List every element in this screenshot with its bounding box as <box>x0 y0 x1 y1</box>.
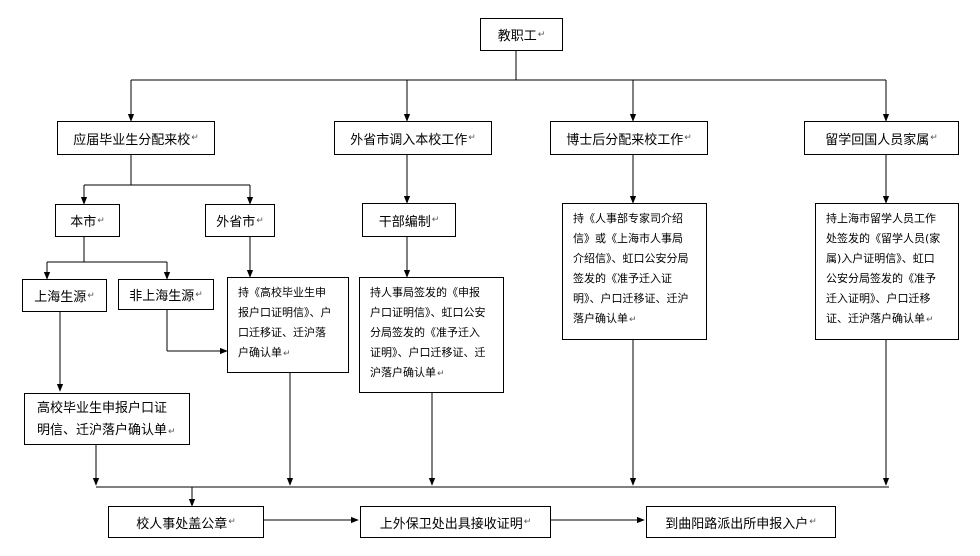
node-security-label: 上外保卫处出具接收证明 <box>379 516 523 532</box>
shanghai-docs: 高校毕业生申报户口证 明信、迁沪落户确认单↵ <box>24 393 190 445</box>
node-returnee-label: 留学回国人员家属 <box>825 132 930 148</box>
return-mark: ↵ <box>191 133 199 143</box>
doc-line-text: 沪落户确认单 <box>370 366 436 379</box>
node-staff-label: 教职工 <box>497 29 537 44</box>
node-graduate: 应届毕业生分配来校↵ <box>57 121 215 155</box>
node-security: 上外保卫处出具接收证明↵ <box>360 506 551 538</box>
node-nonlocal-label: 外省市 <box>216 215 256 230</box>
doc-line: 户确认单↵ <box>238 343 348 364</box>
doc-line: 证明》、户口迁移证、迁 <box>370 346 486 359</box>
node-stamp: 校人事处盖公章↵ <box>108 506 264 538</box>
return-mark: ↵ <box>930 133 938 143</box>
doc-line: 户口证明信》、虹口公安 <box>370 306 486 319</box>
doc-line: 属)入户证明信》、虹口 <box>826 252 935 265</box>
doc-line: 持上海市留学人员工作 <box>826 212 936 225</box>
return-mark: ↵ <box>97 215 105 226</box>
node-police-label: 到曲阳路派出所申报入户 <box>665 516 809 532</box>
return-mark: ↵ <box>168 427 176 437</box>
doc-line: 处签发的《留学人员(家 <box>826 232 941 245</box>
doc-line: 持《高校毕业生申 <box>238 286 326 299</box>
doc-line: 高校毕业生申报户口证 <box>37 401 168 416</box>
node-returnee: 留学回国人员家属↵ <box>804 121 959 155</box>
return-mark: ↵ <box>809 517 817 527</box>
return-mark: ↵ <box>431 215 440 225</box>
node-stamp-label: 校人事处盖公章 <box>136 516 228 532</box>
doc-line: 证、迁沪落户确认单↵ <box>826 309 958 330</box>
doc-line: 落户确认单↵ <box>573 309 706 330</box>
doc-line: 公安分局签发的《准予 <box>826 272 936 285</box>
node-transfer: 外省市调入本校工作↵ <box>334 121 492 155</box>
doc-line: 迁入证明》、户口迁移 <box>826 292 931 305</box>
doc-line: 持人事局签发的《申报 <box>370 286 480 299</box>
doc-line-text: 落户确认单 <box>573 312 628 325</box>
return-mark: ↵ <box>87 290 95 301</box>
doc-line: 口迁移证、迁沪落 <box>238 326 326 339</box>
return-mark: ↵ <box>256 215 264 226</box>
doc-line: 签发的《准予迁入证 <box>573 272 672 285</box>
doc-line-text: 证、迁沪落户确认单 <box>826 312 925 325</box>
return-mark: ↵ <box>926 315 934 325</box>
doc-line: 明》、户口迁移证、迁沪 <box>573 292 689 305</box>
doc-line: 介绍信》、虹口公安分局 <box>573 252 689 265</box>
node-postdoc: 博士后分配来校工作↵ <box>550 121 708 155</box>
return-mark: ↵ <box>684 133 692 143</box>
nonlocal-docs: 持《高校毕业生申 报户口证明信》、户 口迁移证、迁沪落 户确认单↵ <box>227 277 349 373</box>
return-mark: ↵ <box>228 517 236 527</box>
node-postdoc-label: 博士后分配来校工作 <box>566 132 684 148</box>
doc-line-text: 明信、迁沪落户确认单 <box>37 423 168 438</box>
node-graduate-label: 应届毕业生分配来校 <box>73 132 191 148</box>
node-cadre: 干部编制↵ <box>362 203 456 237</box>
cadre-docs: 持人事局签发的《申报 户口证明信》、虹口公安 分局签发的《准予迁入 证明》、户口… <box>359 277 504 393</box>
return-mark: ↵ <box>437 369 445 379</box>
return-mark: ↵ <box>537 29 546 40</box>
doc-line: 信》或《上海市人事局 <box>573 232 683 245</box>
doc-line: 报户口证明信》、户 <box>238 306 332 319</box>
return-mark: ↵ <box>468 133 476 143</box>
node-non-shanghai-origin: 非上海生源↵ <box>118 279 214 310</box>
node-non-shanghai-origin-label: 非上海生源 <box>129 289 195 304</box>
node-shanghai-origin-label: 上海生源 <box>34 290 87 305</box>
doc-line-text: 户确认单 <box>238 346 282 359</box>
return-mark: ↵ <box>195 289 203 300</box>
returnee-docs: 持上海市留学人员工作 处签发的《留学人员(家 属)入户证明信》、虹口 公安分局签… <box>815 203 959 340</box>
doc-line: 持《人事部专家司介绍 <box>573 212 683 225</box>
node-staff: 教职工↵ <box>480 18 563 51</box>
node-cadre-label: 干部编制 <box>378 214 431 230</box>
return-mark: ↵ <box>629 315 637 325</box>
doc-line: 分局签发的《准予迁入 <box>370 326 480 339</box>
node-transfer-label: 外省市调入本校工作 <box>350 132 468 148</box>
return-mark: ↵ <box>523 517 532 527</box>
node-local: 本市↵ <box>55 204 120 237</box>
node-shanghai-origin: 上海生源↵ <box>22 279 107 312</box>
postdoc-docs: 持《人事部专家司介绍 信》或《上海市人事局 介绍信》、虹口公安分局 签发的《准予… <box>562 203 707 340</box>
node-nonlocal: 外省市↵ <box>205 204 275 237</box>
node-local-label: 本市 <box>70 215 97 230</box>
doc-line: 明信、迁沪落户确认单↵ <box>37 420 189 443</box>
doc-line: 沪落户确认单↵ <box>370 363 503 384</box>
node-police: 到曲阳路派出所申报入户↵ <box>646 506 836 538</box>
return-mark: ↵ <box>283 349 291 359</box>
